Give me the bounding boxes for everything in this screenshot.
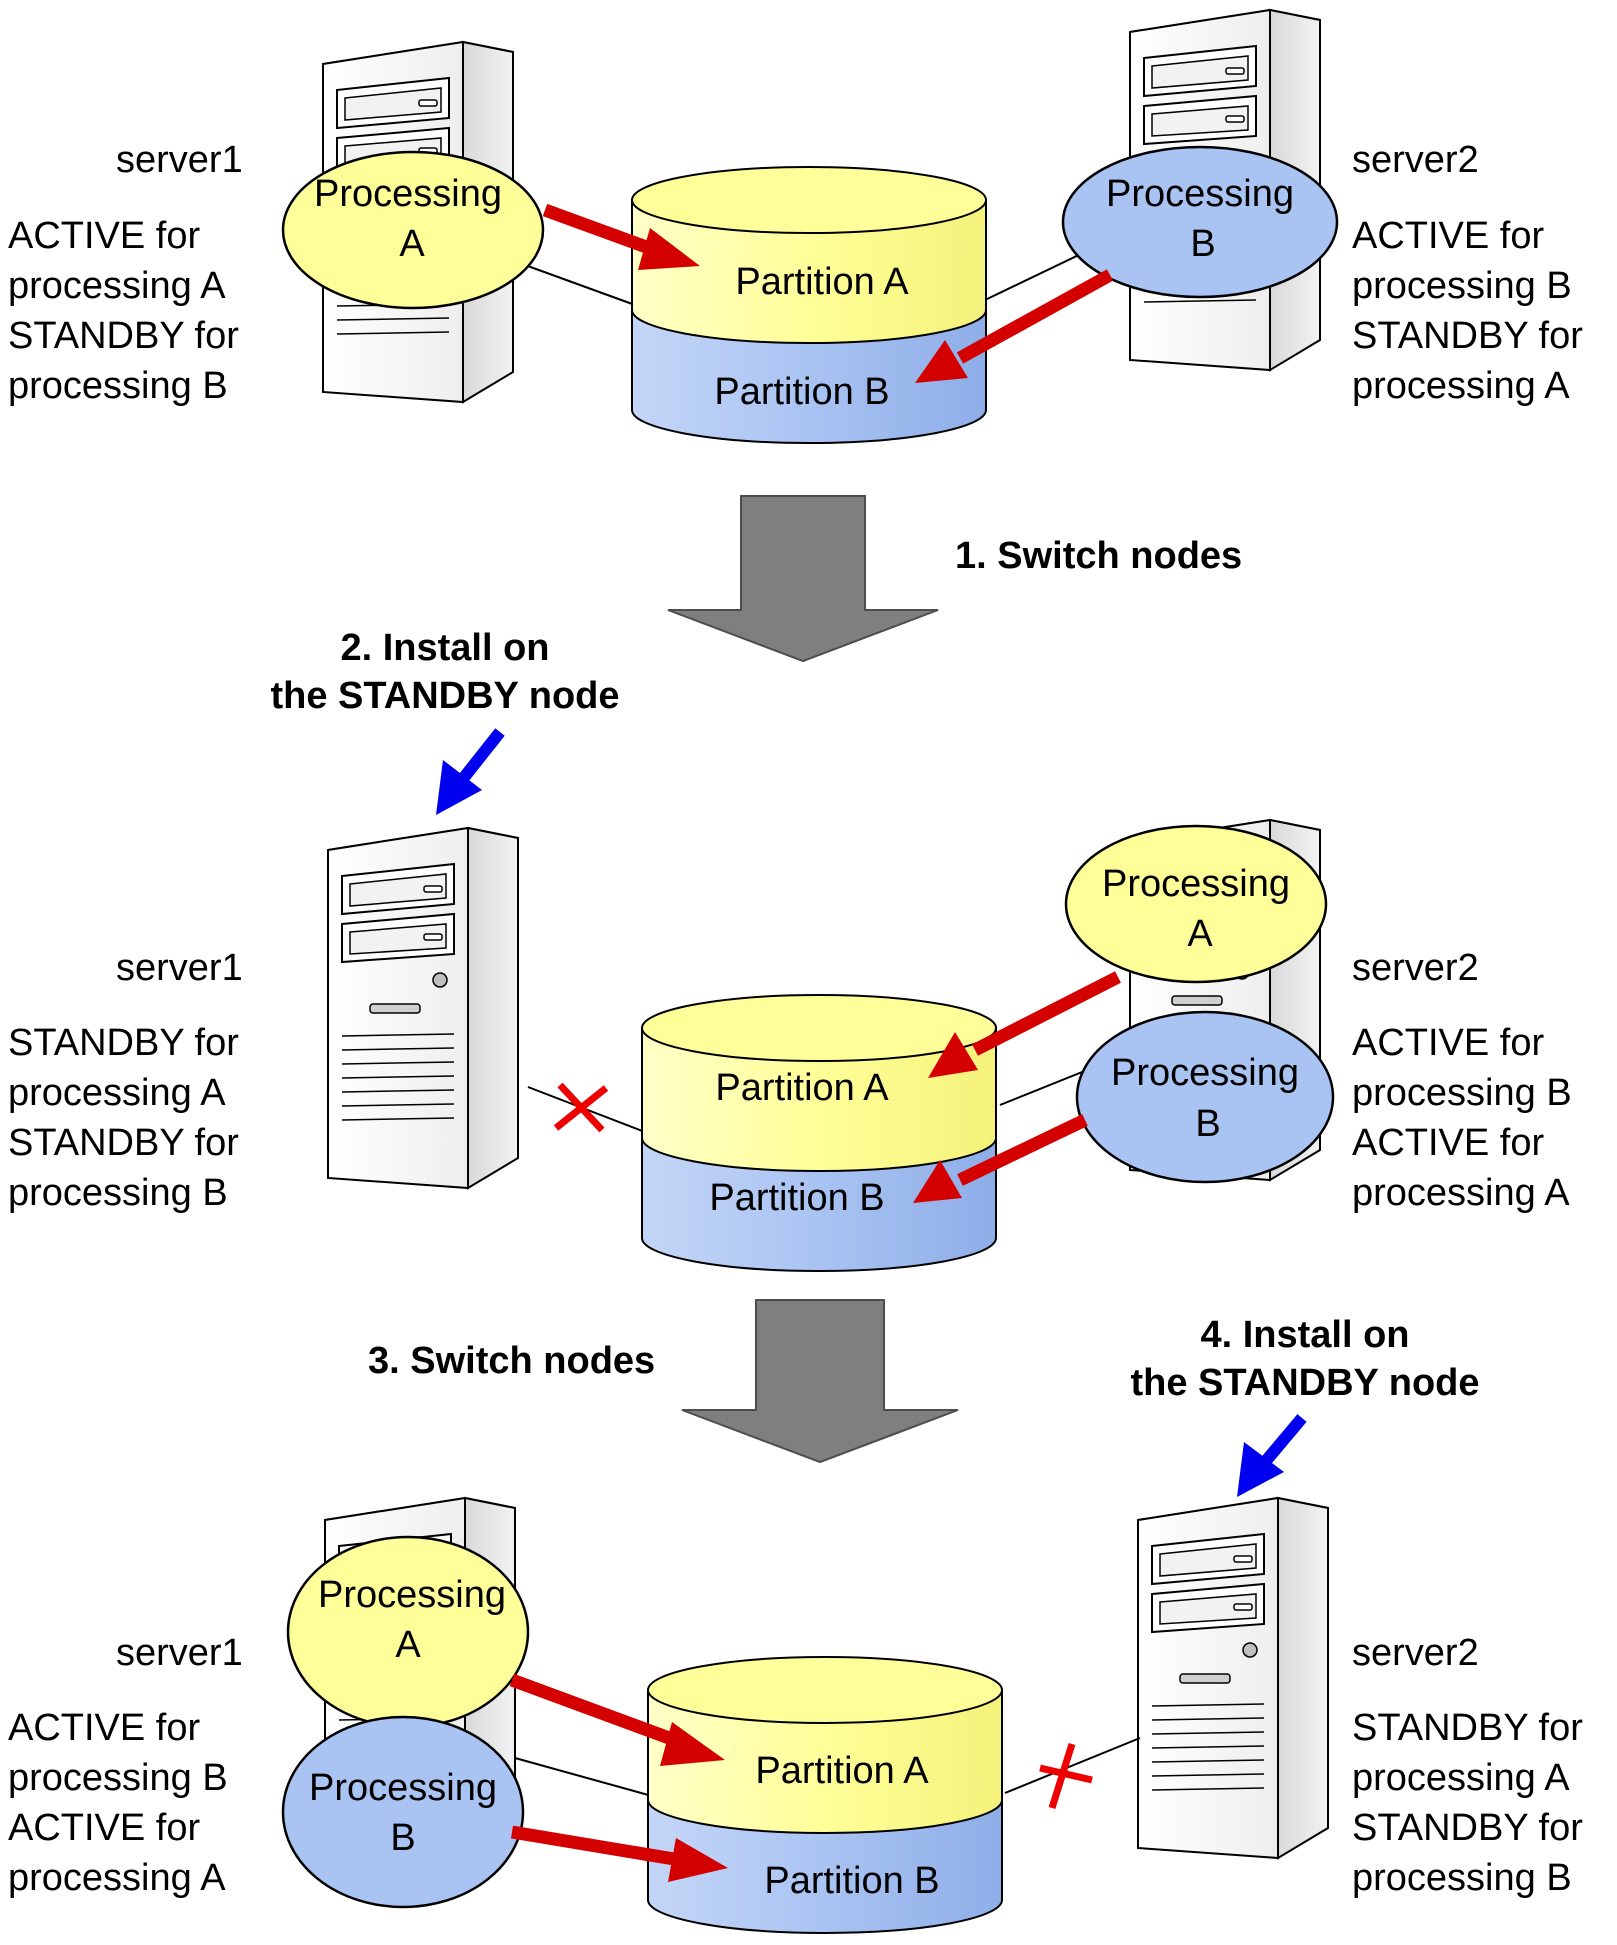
server2-label: server2: [1352, 139, 1479, 181]
server2-status-line3: STANDBY for: [1352, 315, 1583, 357]
server2-tower-icon: [1137, 1497, 1329, 1859]
access-arrow-b: [915, 269, 1114, 383]
server1-status-line4: processing B: [8, 1172, 228, 1214]
processing-b-line1: Processing: [1111, 1052, 1299, 1094]
server1-status-line3: STANDBY for: [8, 1122, 239, 1164]
shared-disk: Partition A Partition B: [647, 1656, 1003, 1934]
server2-status-line2: processing A: [1352, 1757, 1570, 1799]
shared-disk: Partition A Partition B: [641, 994, 997, 1272]
partition-b-label: Partition B: [709, 1177, 884, 1219]
processing-a-line2: A: [1187, 913, 1213, 955]
stage-3: Partition A Partition B Processing A Pro…: [8, 1497, 1583, 1934]
server1-status-line4: processing A: [8, 1857, 226, 1899]
server1-status-line3: ACTIVE for: [8, 1807, 200, 1849]
server2-label: server2: [1352, 1632, 1479, 1674]
server1-status-line1: ACTIVE for: [8, 1707, 200, 1749]
server2-status-line2: processing B: [1352, 1072, 1572, 1114]
processing-a-line1: Processing: [318, 1574, 506, 1616]
processing-b-node: [1075, 1010, 1335, 1184]
server1-label: server1: [116, 947, 243, 989]
step-1-label: 1. Switch nodes: [955, 535, 1242, 577]
transition-2: 3. Switch nodes: [368, 1299, 959, 1464]
step-2-label-line1: 2. Install on: [340, 627, 549, 669]
step-4-label-line2: the STANDBY node: [1130, 1362, 1479, 1404]
server2-status-line4: processing A: [1352, 365, 1570, 407]
server1-status-line1: STANDBY for: [8, 1022, 239, 1064]
shared-disk: Partition A Partition B: [631, 166, 987, 444]
transition-1: 1. Switch nodes: [667, 495, 1242, 663]
processing-b-line1: Processing: [1106, 173, 1294, 215]
partition-b-label: Partition B: [764, 1860, 939, 1902]
server2-status-line4: processing A: [1352, 1172, 1570, 1214]
step-3-label: 3. Switch nodes: [368, 1340, 655, 1382]
disconnect-cross-icon: [1039, 1742, 1093, 1810]
partition-b-label: Partition B: [714, 371, 889, 413]
processing-b-line2: B: [390, 1817, 415, 1859]
server1-label: server1: [116, 1632, 243, 1674]
stage-2: Partition A Partition B Processing A Pro…: [8, 819, 1572, 1272]
down-arrow-icon: [681, 1299, 959, 1464]
processing-a-line1: Processing: [314, 173, 502, 215]
access-arrow-b: [913, 1114, 1088, 1203]
processing-b-node: [281, 1715, 525, 1909]
server1-status-line2: processing A: [8, 1072, 226, 1114]
processing-a-node: [281, 150, 545, 310]
access-arrow-a: [542, 203, 700, 270]
server1-label: server1: [116, 139, 243, 181]
server2-link-broken: [1004, 1737, 1141, 1794]
server1-status-line3: STANDBY for: [8, 315, 239, 357]
down-arrow-icon: [667, 495, 939, 663]
server1-link: [524, 264, 636, 306]
server2-status-line1: ACTIVE for: [1352, 215, 1544, 257]
processing-a-line2: A: [399, 223, 425, 265]
server1-status-line1: ACTIVE for: [8, 215, 200, 257]
processing-b-line2: B: [1190, 223, 1215, 265]
step-2-label-line2: the STANDBY node: [270, 675, 619, 717]
install-arrow-server2: [1237, 1414, 1307, 1497]
stage-1: Partition A Partition B Processing A Pro…: [8, 9, 1583, 444]
server2-status-line3: ACTIVE for: [1352, 1122, 1544, 1164]
server2-status-line4: processing B: [1352, 1857, 1572, 1899]
partition-a-label: Partition A: [715, 1067, 889, 1109]
server2-status-line1: STANDBY for: [1352, 1707, 1583, 1749]
processing-b-node: [1061, 145, 1339, 299]
server2-status-line1: ACTIVE for: [1352, 1022, 1544, 1064]
install-arrow-server1: [436, 728, 505, 815]
disconnect-cross-icon: [553, 1082, 609, 1133]
processing-b-line1: Processing: [309, 1767, 497, 1809]
access-arrow-b: [510, 1825, 728, 1882]
access-arrow-a: [509, 1673, 725, 1766]
server1-link: [514, 1757, 653, 1797]
partition-a-label: Partition A: [755, 1750, 929, 1792]
server1-status-line2: processing B: [8, 1757, 228, 1799]
server2-label: server2: [1352, 947, 1479, 989]
partition-a-label: Partition A: [735, 261, 909, 303]
processing-a-line2: A: [395, 1624, 421, 1666]
step-4-label-line1: 4. Install on: [1200, 1314, 1409, 1356]
processing-b-line2: B: [1195, 1103, 1220, 1145]
server2-status-line2: processing B: [1352, 265, 1572, 307]
processing-a-line1: Processing: [1102, 863, 1290, 905]
processing-a-node: [1064, 824, 1328, 984]
access-arrow-a: [928, 971, 1121, 1078]
server1-tower-icon: [327, 827, 519, 1189]
server2-status-line3: STANDBY for: [1352, 1807, 1583, 1849]
server1-status-line2: processing A: [8, 265, 226, 307]
server1-status-line4: processing B: [8, 365, 228, 407]
